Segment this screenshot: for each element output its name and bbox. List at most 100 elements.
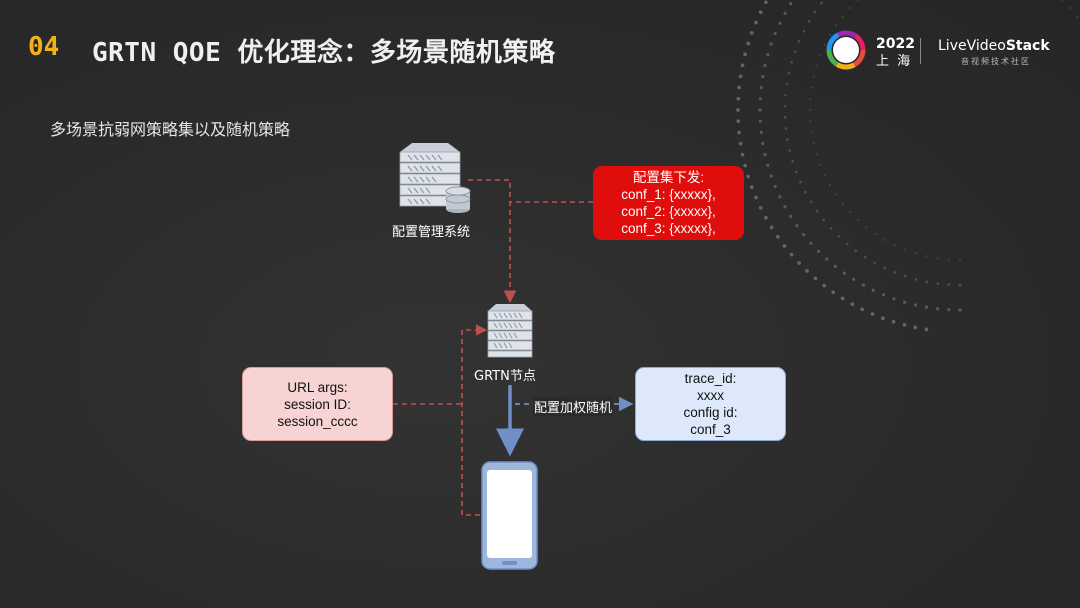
- decorative-dot: [870, 312, 875, 316]
- decorative-dot: [769, 225, 774, 230]
- management-server-icon: [399, 143, 471, 213]
- decorative-dot: [819, 163, 822, 166]
- decorative-dot: [786, 138, 789, 141]
- brand-name-light: LiveVideo: [938, 38, 1006, 54]
- decorative-dot: [881, 316, 885, 321]
- decorative-dot: [1068, 6, 1072, 10]
- conference-year: 2022: [876, 36, 915, 52]
- decorative-dot: [740, 63, 745, 68]
- decorative-dot: [758, 108, 762, 112]
- decorative-dot: [893, 244, 897, 247]
- decorative-dot: [815, 64, 818, 67]
- decorative-dot: [874, 232, 877, 235]
- decorative-dot: [914, 278, 918, 281]
- decorative-dot: [925, 255, 928, 258]
- grtn-node-label: GRTN节点: [474, 369, 536, 384]
- decorative-dot: [783, 205, 787, 209]
- decorative-dot: [813, 276, 818, 281]
- decorative-dot: [789, 1, 793, 6]
- brand-name-bold: Stack: [1005, 38, 1050, 54]
- decorative-dot: [815, 209, 819, 213]
- decorative-dot: [775, 234, 780, 239]
- config-line: conf_1: {xxxxx},: [621, 187, 716, 202]
- decorative-dot: [749, 185, 754, 189]
- decorative-dot: [804, 190, 807, 194]
- decorative-dot: [809, 241, 813, 245]
- decorative-dot: [845, 242, 849, 246]
- config-set-box: 配置集下发: conf_1: {xxxxx}, conf_2: {xxxxx},…: [593, 166, 744, 240]
- decorative-dot: [754, 195, 758, 200]
- decorative-dot: [813, 10, 817, 14]
- decorative-dot: [746, 41, 751, 46]
- config-line: 配置集下发:: [632, 170, 705, 185]
- decorative-dot: [766, 53, 770, 57]
- decorative-dot: [925, 280, 929, 284]
- decorative-dot: [788, 149, 792, 152]
- decorative-dot: [738, 141, 743, 146]
- decorative-dot: [848, 6, 852, 10]
- url-args-box: URL args: session ID: session_cccc: [242, 367, 393, 441]
- brand-divider: [920, 38, 921, 64]
- decorative-dot: [924, 305, 929, 309]
- decorative-dot: [812, 142, 815, 145]
- decorative-dot: [881, 293, 886, 297]
- url-line: session_cccc: [277, 413, 358, 429]
- decorative-dot: [758, 10, 763, 15]
- decorative-dot: [810, 86, 813, 89]
- decorative-dot: [913, 303, 918, 307]
- decorative-dot: [1060, 0, 1064, 2]
- decorative-dot: [759, 130, 763, 134]
- decorative-dot: [736, 108, 740, 112]
- decorative-dot: [763, 63, 767, 68]
- decorative-dot: [737, 85, 741, 90]
- decorative-dot: [754, 20, 758, 25]
- decorative-dot: [819, 54, 822, 57]
- decorative-dot: [764, 0, 768, 5]
- decorative-dot: [829, 227, 833, 230]
- decorative-dot: [822, 218, 826, 222]
- weighted-random-label: 配置加权随机: [533, 397, 614, 416]
- decorative-dot: [812, 75, 815, 78]
- decorative-dot: [883, 266, 886, 270]
- decorative-dot: [914, 252, 917, 255]
- decorative-dot: [831, 290, 836, 295]
- decorative-dot: [795, 224, 799, 228]
- decorative-dot: [833, 264, 837, 268]
- decorative-dot: [793, 50, 797, 54]
- decorative-dot: [787, 71, 791, 75]
- decorative-dot: [871, 288, 875, 292]
- decorative-dot: [785, 82, 789, 86]
- decorative-dot: [854, 249, 858, 253]
- brand-tagline: 音视频技术社区: [961, 57, 1031, 66]
- decorative-dot: [769, 174, 773, 178]
- decorative-dot: [820, 1, 823, 5]
- decorative-dot: [850, 302, 855, 306]
- decorative-dot: [802, 29, 806, 33]
- decorative-dot: [817, 249, 821, 253]
- decorative-dot: [810, 131, 813, 134]
- decorative-dot: [924, 327, 929, 332]
- decorative-dot: [958, 258, 962, 262]
- decorative-dot: [856, 0, 860, 2]
- decorative-dot: [758, 119, 762, 123]
- mobile-phone-icon: [481, 461, 538, 570]
- decorative-dot: [773, 184, 777, 189]
- url-line: session ID:: [284, 396, 351, 412]
- decorative-dot: [809, 200, 813, 204]
- decorative-dot: [829, 183, 832, 187]
- decorative-dot: [790, 60, 793, 64]
- decorative-dot: [778, 21, 782, 25]
- decorative-dot: [852, 277, 856, 281]
- decorative-dot: [823, 174, 827, 177]
- decorative-dot: [783, 11, 787, 15]
- decorative-dot: [958, 308, 962, 312]
- decorative-dot: [736, 119, 741, 124]
- decorative-dot: [797, 39, 801, 43]
- decorative-dot: [958, 283, 962, 287]
- decorative-dot: [763, 152, 767, 157]
- decorative-dot: [873, 261, 877, 265]
- decorative-dot: [902, 323, 907, 327]
- decorative-dot: [736, 96, 741, 101]
- grtn-node-server-icon: [487, 304, 533, 358]
